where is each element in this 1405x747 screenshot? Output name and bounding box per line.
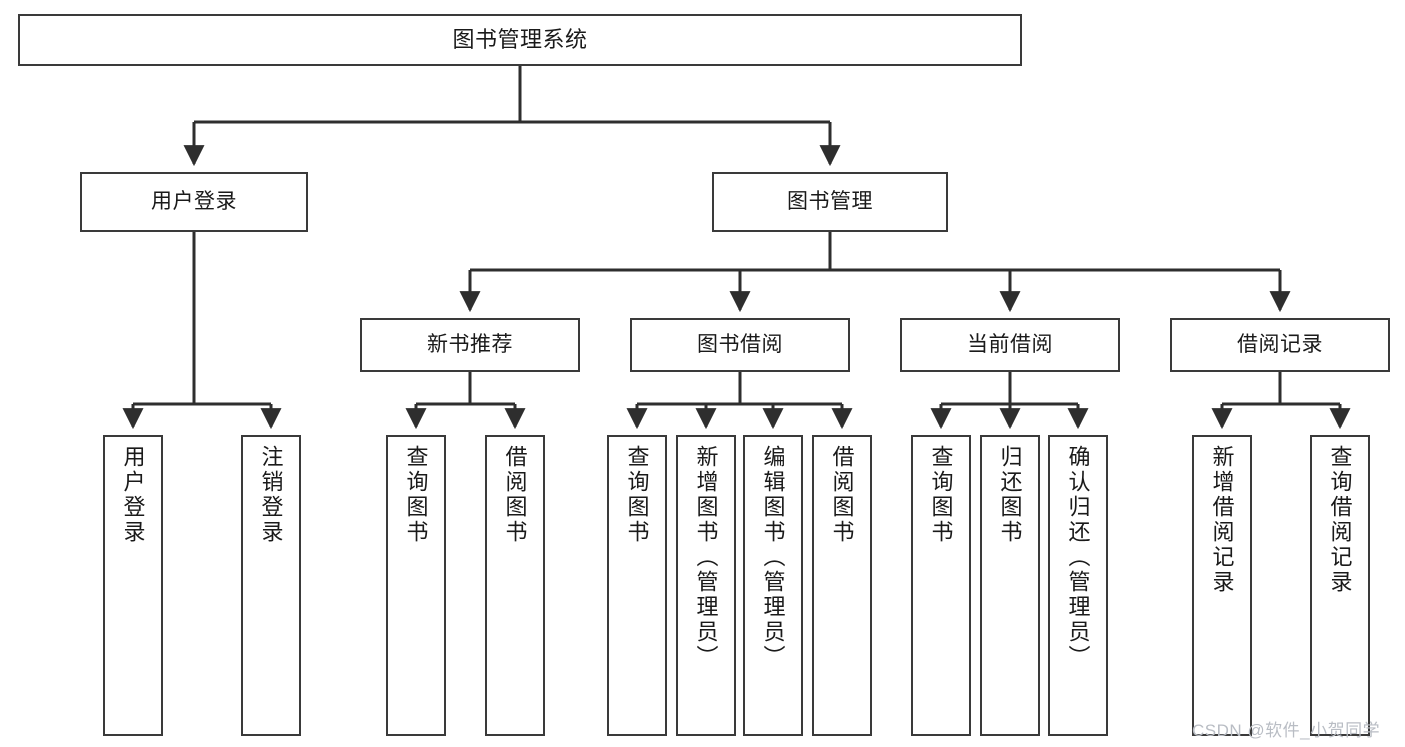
node-label: 新增图书（管理员） — [693, 445, 719, 670]
node-leaf-user-login[interactable]: 用户登录 — [103, 435, 163, 736]
node-leaf-query-book-1[interactable]: 查询图书 — [386, 435, 446, 736]
node-leaf-query-book-2[interactable]: 查询图书 — [607, 435, 667, 736]
node-label: 新书推荐 — [427, 332, 513, 356]
node-label: 借阅图书 — [829, 445, 855, 545]
node-label: 注销登录 — [258, 445, 284, 545]
node-current-borrow[interactable]: 当前借阅 — [900, 318, 1120, 372]
node-leaf-add-book[interactable]: 新增图书（管理员） — [676, 435, 736, 736]
node-leaf-edit-book[interactable]: 编辑图书（管理员） — [743, 435, 803, 736]
node-label: 归还图书 — [997, 445, 1023, 545]
node-leaf-confirm-return[interactable]: 确认归还（管理员） — [1048, 435, 1108, 736]
csdn-watermark: CSDN @软件_小贺同学 — [1192, 721, 1381, 740]
node-book-management[interactable]: 图书管理 — [712, 172, 948, 232]
node-label: 查询图书 — [624, 445, 650, 545]
node-label: 用户登录 — [120, 445, 146, 545]
node-label: 当前借阅 — [967, 332, 1053, 356]
node-leaf-return-book[interactable]: 归还图书 — [980, 435, 1040, 736]
node-label: 查询图书 — [928, 445, 954, 545]
node-book-borrow[interactable]: 图书借阅 — [630, 318, 850, 372]
node-label: 图书管理系统 — [452, 27, 588, 53]
node-label: 借阅图书 — [502, 445, 528, 545]
node-leaf-query-record[interactable]: 查询借阅记录 — [1310, 435, 1370, 736]
node-label: 查询借阅记录 — [1327, 445, 1353, 595]
node-label: 查询图书 — [403, 445, 429, 545]
node-leaf-borrow-book-2[interactable]: 借阅图书 — [812, 435, 872, 736]
node-label: 新增借阅记录 — [1209, 445, 1235, 595]
node-borrow-record[interactable]: 借阅记录 — [1170, 318, 1390, 372]
node-leaf-add-record[interactable]: 新增借阅记录 — [1192, 435, 1252, 736]
node-label: 用户登录 — [151, 189, 237, 213]
node-label: 图书管理 — [787, 189, 873, 213]
node-leaf-borrow-book-1[interactable]: 借阅图书 — [485, 435, 545, 736]
node-new-book-recommend[interactable]: 新书推荐 — [360, 318, 580, 372]
node-label: 图书借阅 — [697, 332, 783, 356]
node-label: 借阅记录 — [1237, 332, 1323, 356]
node-user-login[interactable]: 用户登录 — [80, 172, 308, 232]
node-book-management-system[interactable]: 图书管理系统 — [18, 14, 1022, 66]
node-label: 确认归还（管理员） — [1065, 445, 1091, 670]
node-leaf-logout-login[interactable]: 注销登录 — [241, 435, 301, 736]
node-label: 编辑图书（管理员） — [760, 445, 786, 670]
node-leaf-query-book-3[interactable]: 查询图书 — [911, 435, 971, 736]
